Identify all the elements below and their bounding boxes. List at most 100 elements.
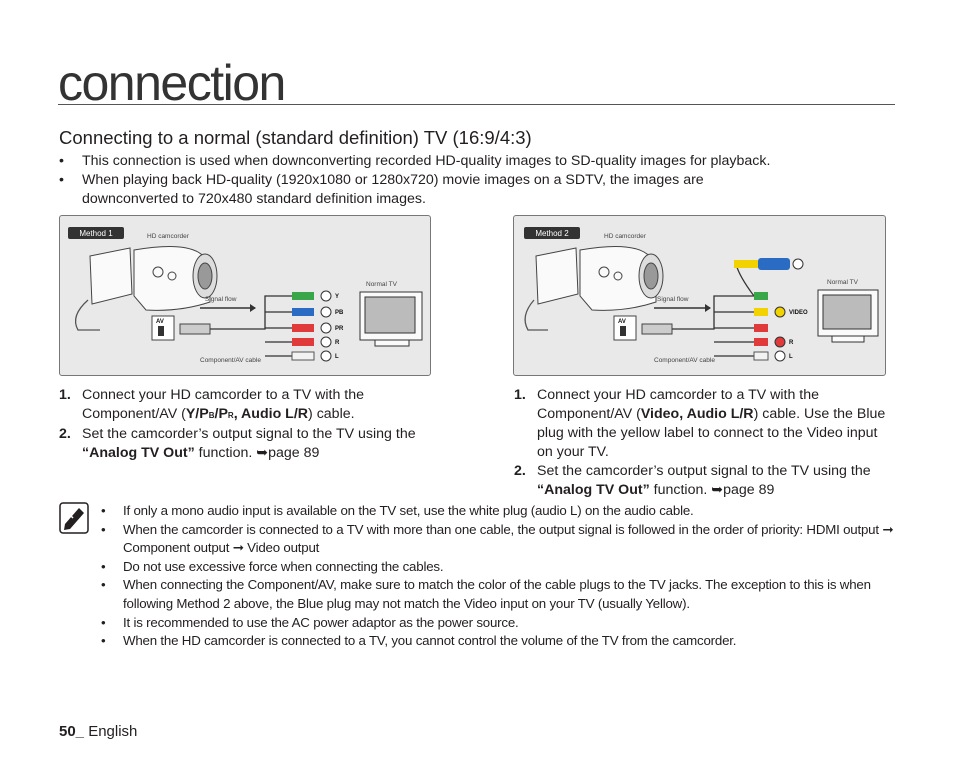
step-number: 1. <box>59 387 71 403</box>
method1-diagram: Method 1 HD camcorder AV Signal flow <box>59 215 431 376</box>
step-text: Connect your HD camcorder to a TV with t… <box>537 387 820 422</box>
av-label: AV <box>618 319 626 325</box>
jack-label-l: L <box>335 354 339 360</box>
cable-wires <box>210 295 292 357</box>
av-plug <box>641 323 673 335</box>
plug-red <box>754 324 768 332</box>
step-bold: , Audio L/R <box>233 406 309 422</box>
note-item: • When the camcorder is connected to a TV… <box>101 521 901 558</box>
note-icon <box>59 502 89 534</box>
note-item: • When the HD camcorder is connected to a… <box>101 632 901 651</box>
camcorder-icon <box>89 245 218 311</box>
method2-diagram: Method 2 HD camcorder AV Signal flow <box>513 215 886 376</box>
jack-label-r: R <box>789 340 794 346</box>
tv-label: Normal TV <box>827 279 859 286</box>
av-plug <box>179 323 211 335</box>
plug-yellow-label <box>734 260 758 268</box>
method1-illustration: Method 1 HD camcorder AV Signal flow <box>68 227 423 364</box>
section-heading: Connecting to a normal (standard definit… <box>59 127 532 148</box>
chapter-title: connection <box>58 55 286 111</box>
step-bold: /P <box>214 406 228 422</box>
camcorder-label: HD camcorder <box>604 233 647 240</box>
footer-language: English <box>88 723 138 740</box>
note-text: If only a mono audio input is available … <box>123 503 694 518</box>
intro-bullet-text: This connection is used when downconvert… <box>82 153 771 169</box>
intro-bullet-2: • When playing back HD-quality (1920x108… <box>59 171 899 209</box>
power-cable <box>524 299 548 331</box>
bullet-mark: • <box>101 633 106 649</box>
step-text: function. ➥page 89 <box>194 445 320 461</box>
step-text: Set the camcorder’s output signal to the… <box>537 463 871 479</box>
video-jack <box>792 258 804 270</box>
plug-white <box>753 351 769 361</box>
step-bold: “Analog TV Out” <box>537 482 650 498</box>
bullet-mark: • <box>101 558 106 574</box>
jack-label-pr: PR <box>335 326 344 332</box>
signal-label: Signal flow <box>657 296 689 303</box>
step-bold: Y/P <box>185 406 209 422</box>
bullet-mark: • <box>101 614 106 630</box>
plug-white <box>291 351 315 361</box>
step-sub: B <box>208 411 215 420</box>
plug-blue-video <box>758 258 790 270</box>
plug-blue <box>292 308 314 316</box>
av-label: AV <box>156 319 164 325</box>
intro-bullet-1: • This connection is used when downconve… <box>59 152 899 171</box>
page-footer: 50_ English <box>59 723 137 740</box>
note-text: When the HD camcorder is connected to a … <box>123 633 737 649</box>
plug-red-audio <box>292 338 314 346</box>
plug-green <box>292 292 314 300</box>
note-text: When the camcorder is connected to a TV … <box>123 521 894 556</box>
plug-red-audio <box>754 338 768 346</box>
camcorder-icon <box>535 245 664 311</box>
step-text: ) cable. <box>308 406 355 422</box>
cable-label: Component/AV cable <box>200 357 261 364</box>
title-rule <box>58 104 895 105</box>
bullet-mark: • <box>101 577 106 593</box>
step-text: ) cable. Use the Blue plug with the yell… <box>537 406 886 460</box>
method-tag: Method 2 <box>535 229 569 238</box>
notes-list: • If only a mono audio input is available… <box>101 502 901 651</box>
page-number: 50_ <box>59 723 85 740</box>
plug-red <box>292 324 314 332</box>
note-text: Do not use excessive force when connecti… <box>123 558 444 574</box>
method-tag: Method 1 <box>79 229 113 238</box>
note-item: • Do not use excessive force when connect… <box>101 558 901 577</box>
step-number: 1. <box>514 387 526 403</box>
step-number: 2. <box>514 463 526 479</box>
jack-label-video: VIDEO <box>789 310 808 316</box>
note-text: When connecting the Component/AV, make s… <box>123 577 871 611</box>
note-item: • When connecting the Component/AV, make … <box>101 576 901 613</box>
step-1: 1. Connect your HD camcorder to a TV wit… <box>514 386 894 462</box>
power-cable <box>74 299 100 331</box>
steps-method1: 1. Connect your HD camcorder to a TV wit… <box>59 386 454 463</box>
step-text: function. ➥page 89 <box>649 482 775 498</box>
step-bold: “Analog TV Out” <box>82 445 195 461</box>
plug-yellow <box>754 308 768 316</box>
jack-label-l: L <box>789 354 793 360</box>
jack-label-pb: PB <box>335 310 344 316</box>
bullet-mark: • <box>59 153 64 169</box>
jack-label-r: R <box>335 340 340 346</box>
step-bold: Video, Audio L/R <box>640 406 754 422</box>
note-item: •It is recommended to use the AC power a… <box>101 614 901 633</box>
bullet-mark: • <box>101 503 106 518</box>
step-sub: R <box>227 411 234 420</box>
cable-wires <box>672 263 755 357</box>
tv-jacks <box>774 306 786 362</box>
steps-method2: 1. Connect your HD camcorder to a TV wit… <box>514 386 894 500</box>
bullet-mark: • <box>59 172 64 188</box>
camcorder-label: HD camcorder <box>147 233 190 240</box>
step-text: Connect your HD camcorder to a TV with t… <box>82 387 365 422</box>
plug-green <box>754 292 768 300</box>
jack-label-y: Y <box>335 294 339 300</box>
bullet-mark: • <box>101 521 106 537</box>
tv-label: Normal TV <box>366 281 398 288</box>
step-2: 2. Set the camcorder’s output signal to … <box>59 425 454 463</box>
intro-bullet-text: When playing back HD-quality (1920x1080 … <box>82 172 704 207</box>
step-1: 1. Connect your HD camcorder to a TV wit… <box>59 386 454 425</box>
method-tag-box <box>68 227 124 239</box>
step-2: 2. Set the camcorder’s output signal to … <box>514 462 894 500</box>
tv-icon <box>817 289 879 343</box>
cable-label: Component/AV cable <box>654 357 715 364</box>
